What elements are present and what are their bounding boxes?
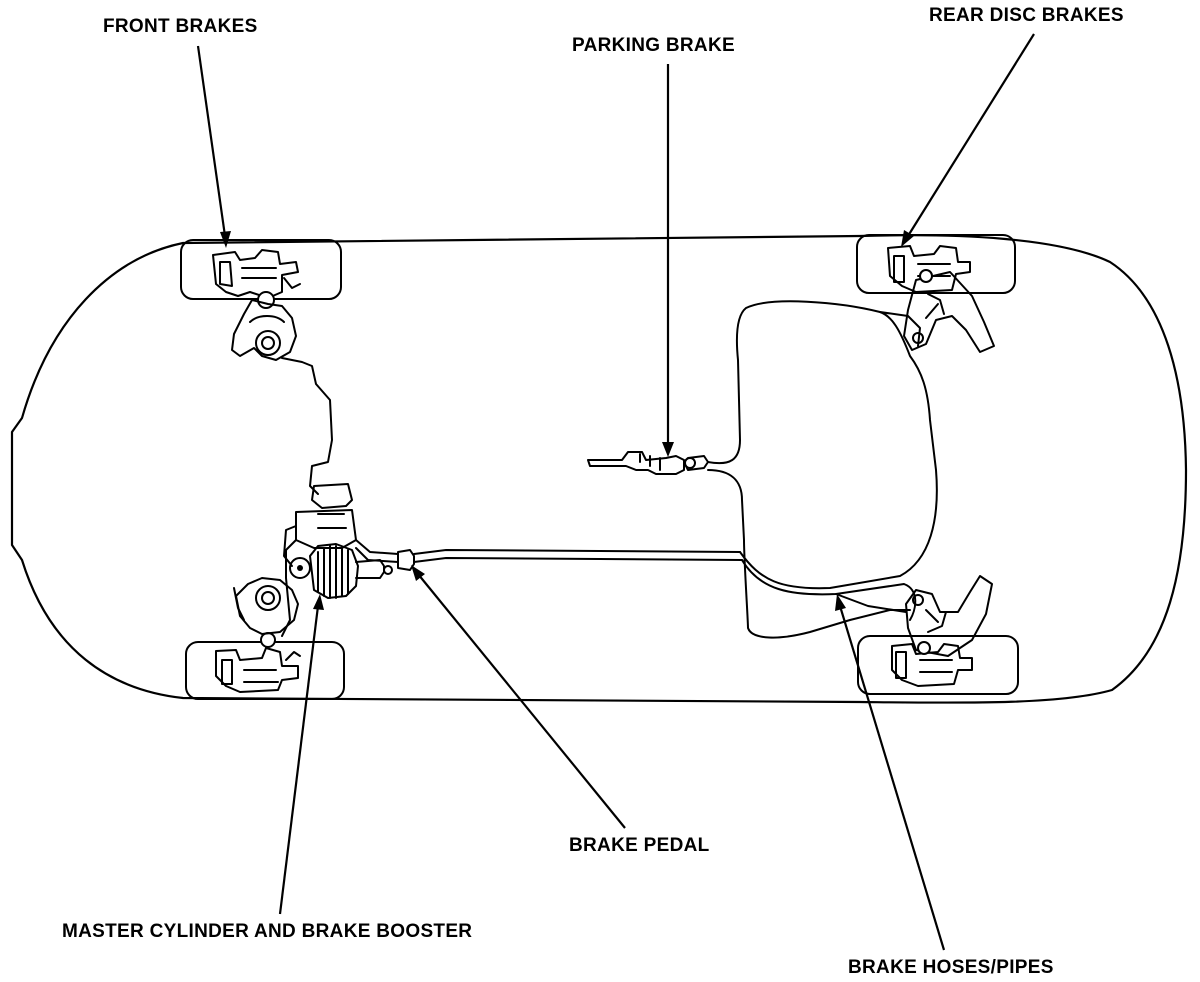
main-brake-pipe bbox=[355, 539, 741, 555]
rear-brake-assembly-upper bbox=[887, 245, 995, 353]
vehicle-body-outline bbox=[10, 234, 1188, 704]
arrow-front-brakes bbox=[196, 45, 231, 248]
rear-brake-pipe-loop bbox=[707, 300, 938, 590]
arrow-brake-hoses bbox=[835, 594, 946, 951]
main-brake-pipe-parallel bbox=[355, 547, 743, 563]
label-rear-disc-brakes: REAR DISC BRAKES bbox=[929, 5, 1124, 26]
arrow-master-cylinder bbox=[278, 594, 324, 915]
arrow-parking-brake bbox=[662, 64, 674, 457]
arrow-rear-disc-brakes bbox=[901, 33, 1035, 247]
rear-brake-assembly-lower bbox=[891, 575, 993, 687]
label-parking-brake: PARKING BRAKE bbox=[572, 35, 735, 56]
label-front-brakes: FRONT BRAKES bbox=[103, 16, 258, 37]
arrow-brake-pedal bbox=[411, 565, 626, 829]
front-brake-pipe-lower bbox=[281, 539, 297, 637]
brake-pedal-junction bbox=[397, 549, 415, 571]
wheel-well-rear-left bbox=[856, 234, 1016, 294]
front-brake-pipe bbox=[281, 357, 333, 495]
label-brake-pedal: BRAKE PEDAL bbox=[569, 835, 710, 856]
label-master-cylinder-and-brake-booster: MASTER CYLINDER AND BRAKE BOOSTER bbox=[62, 921, 473, 942]
rear-brake-pipe-hose bbox=[835, 593, 907, 613]
front-brake-assembly-lower bbox=[215, 577, 301, 693]
label-brake-hoses-pipes: BRAKE HOSES/PIPES bbox=[848, 957, 1054, 978]
front-brake-assembly-upper bbox=[212, 249, 301, 361]
rear-brake-pipe-upper bbox=[879, 311, 921, 347]
